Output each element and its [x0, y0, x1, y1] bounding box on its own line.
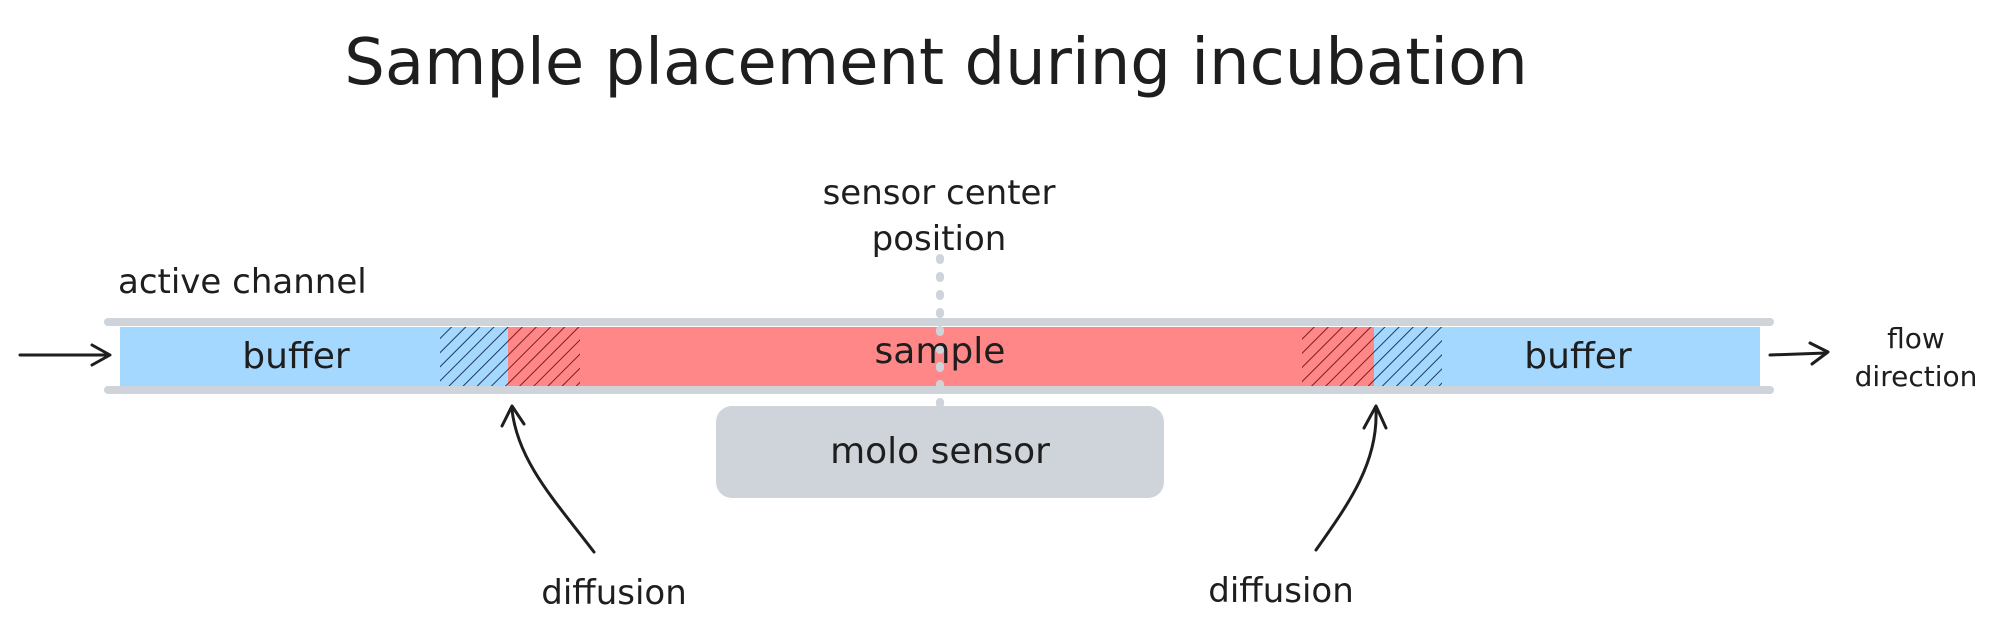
- buffer-right-label: buffer: [1524, 336, 1632, 377]
- buffer-left-label: buffer: [242, 336, 350, 377]
- inlet-arrow-icon: [18, 343, 112, 367]
- flow-direction-label-line2: direction: [1855, 360, 1978, 393]
- diffusion-right-label: diffusion: [1208, 571, 1354, 611]
- molo-sensor: [716, 406, 1164, 498]
- diffusion-right-arrow-icon: [1314, 404, 1388, 552]
- active-channel-label: active channel: [118, 262, 367, 302]
- sensor-center-label: sensor center: [823, 173, 1056, 213]
- sensor-center-label-line2: position: [872, 219, 1007, 259]
- channel-bottom-wall: [104, 386, 1774, 394]
- molo-sensor-label: molo sensor: [830, 431, 1050, 472]
- channel-top-wall: [104, 318, 1774, 326]
- diffusion-zone-right-sample: [1302, 327, 1374, 387]
- buffer-left-region: [120, 327, 440, 387]
- sample-region: [580, 327, 1302, 387]
- diagram-title: Sample placement during incubation: [344, 26, 1528, 100]
- diffusion-left-arrow-icon: [500, 404, 596, 554]
- buffer-right-region: [1442, 327, 1760, 387]
- diffusion-left-label: diffusion: [541, 573, 687, 613]
- flow-direction-label: flow: [1887, 322, 1945, 355]
- diffusion-zone-left-buffer: [440, 327, 508, 387]
- outlet-arrow-icon: [1768, 341, 1830, 366]
- sample-label: sample: [875, 331, 1006, 372]
- diffusion-zone-right-buffer: [1374, 327, 1442, 387]
- diffusion-zone-left-sample: [508, 327, 580, 387]
